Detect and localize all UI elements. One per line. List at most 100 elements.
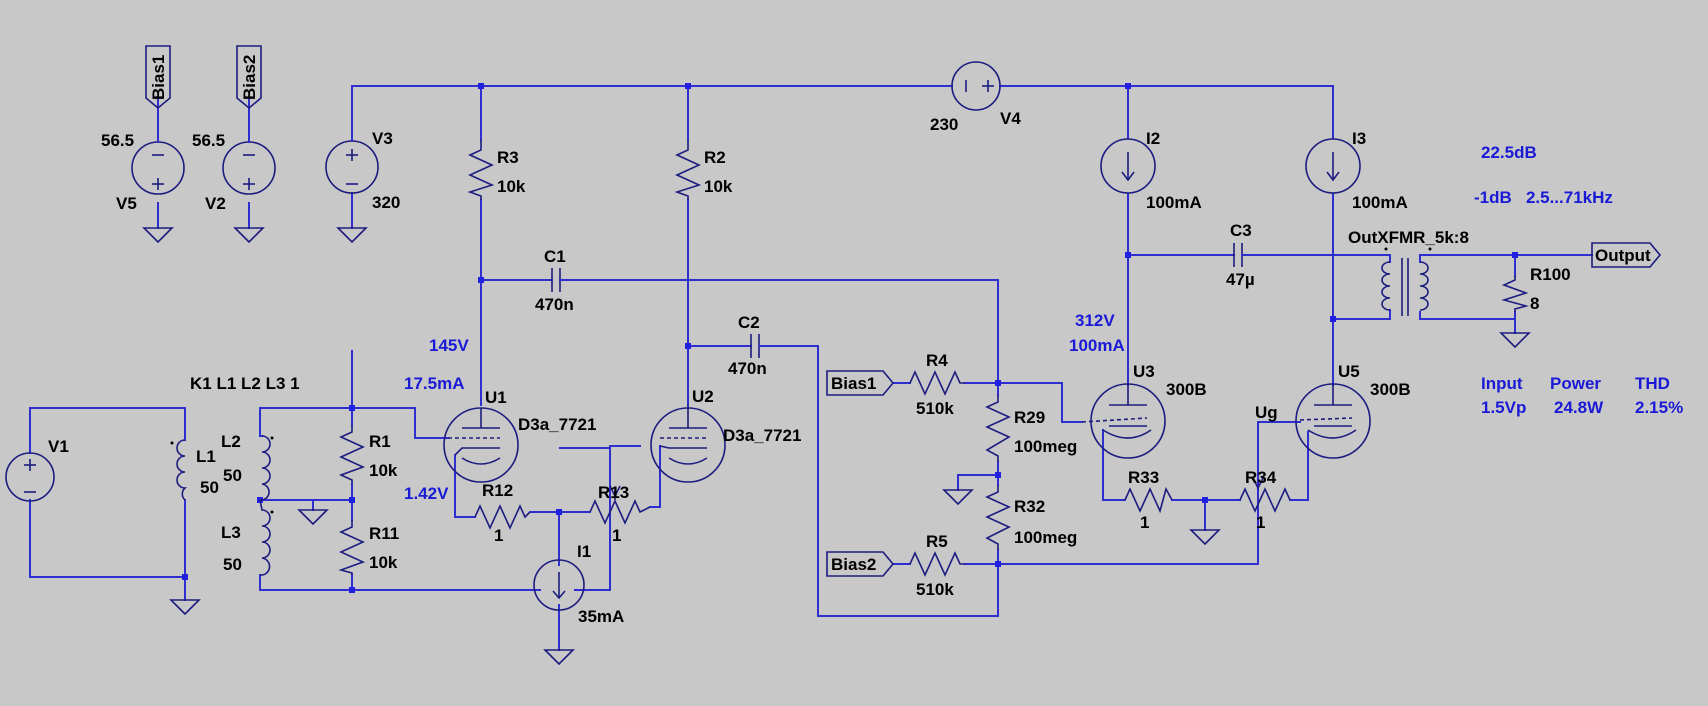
tube-u5[interactable] xyxy=(1295,383,1371,459)
resistor-r4[interactable] xyxy=(909,370,965,396)
capacitor-c1[interactable] xyxy=(536,268,576,292)
r11-value: 10k xyxy=(369,553,398,572)
r32-value: 100meg xyxy=(1014,528,1077,547)
ug-label: Ug xyxy=(1255,403,1278,422)
i3-name: I3 xyxy=(1352,129,1366,148)
ground-icon xyxy=(169,599,201,616)
r29-name: R29 xyxy=(1014,408,1045,427)
ground-icon xyxy=(1189,529,1221,546)
output-transformer[interactable] xyxy=(1381,247,1432,317)
l3-value: 50 xyxy=(223,555,242,574)
v1-name: V1 xyxy=(48,437,69,456)
current-source-i2[interactable] xyxy=(1100,138,1156,194)
r4-value: 510k xyxy=(916,399,954,418)
net-flag-bias2-in-label: Bias2 xyxy=(831,555,876,574)
v2-value: 56.5 xyxy=(192,131,225,150)
u1-plate-voltage: 145V xyxy=(429,336,469,355)
thd-value: 2.15% xyxy=(1635,398,1683,417)
r13-value: 1 xyxy=(612,526,621,545)
r5-value: 510k xyxy=(916,580,954,599)
r100-name: R100 xyxy=(1530,265,1571,284)
resistor-r2[interactable] xyxy=(674,140,702,200)
thd-label: THD xyxy=(1635,374,1670,393)
resistor-r33[interactable] xyxy=(1124,486,1173,514)
power-label: Power xyxy=(1550,374,1601,393)
l1-value: 50 xyxy=(200,478,219,497)
i1-name: I1 xyxy=(577,542,591,561)
resistor-r5[interactable] xyxy=(909,551,965,577)
u1-plate-current: 17.5mA xyxy=(404,374,464,393)
v2-name: V2 xyxy=(205,194,226,213)
gain-readout: 22.5dB xyxy=(1481,143,1537,162)
resistor-r29[interactable] xyxy=(985,395,1011,462)
input-label: Input xyxy=(1481,374,1523,393)
l2-value: 50 xyxy=(223,466,242,485)
voltage-source-v4[interactable] xyxy=(951,61,1001,111)
r33-name: R33 xyxy=(1128,468,1159,487)
ground-icon xyxy=(297,509,329,526)
r32-name: R32 xyxy=(1014,497,1045,516)
r13-name: R13 xyxy=(598,483,629,502)
net-flag-output-label: Output xyxy=(1595,246,1651,265)
resistor-r34[interactable] xyxy=(1239,477,1291,513)
tube-u1[interactable] xyxy=(443,407,519,483)
u3-name: U3 xyxy=(1133,362,1155,381)
u5-model: 300B xyxy=(1370,380,1411,399)
capacitor-c3[interactable] xyxy=(1224,243,1251,267)
inductor-l2[interactable] xyxy=(259,435,274,501)
r12-name: R12 xyxy=(482,481,513,500)
v3-name: V3 xyxy=(372,129,393,148)
r1-name: R1 xyxy=(369,432,391,451)
r4-name: R4 xyxy=(926,351,948,370)
v3-value: 320 xyxy=(372,193,400,212)
tube-u3[interactable] xyxy=(1081,383,1166,459)
tube-u2[interactable] xyxy=(650,405,726,483)
resistor-r1[interactable] xyxy=(338,425,366,485)
capacitor-c2[interactable] xyxy=(736,334,774,358)
l3-name: L3 xyxy=(221,523,241,542)
ground-icon xyxy=(142,227,174,244)
ground-symbols xyxy=(142,227,1531,666)
u1-model: D3a_7721 xyxy=(518,415,596,434)
c2-value: 470n xyxy=(728,359,767,378)
ground-icon xyxy=(543,649,575,666)
resistor-r32[interactable] xyxy=(985,485,1011,550)
bandwidth-readout: -1dB 2.5...71kHz xyxy=(1474,188,1613,207)
ground-icon xyxy=(1499,332,1531,349)
component-labels: 56.5 V5 56.5 V2 V3 320 230 V4 V1 R3 10k … xyxy=(48,109,1571,626)
voltage-source-v3[interactable] xyxy=(325,112,379,194)
v4-value: 230 xyxy=(930,115,958,134)
r34-value: 1 xyxy=(1256,513,1265,532)
i2-value: 100mA xyxy=(1146,193,1202,212)
inductor-l1[interactable] xyxy=(170,439,188,501)
c2-name: C2 xyxy=(738,313,760,332)
net-flag-bias2-top-label: Bias2 xyxy=(240,55,259,100)
current-source-i1[interactable] xyxy=(533,559,585,611)
u3-plate-current: 100mA xyxy=(1069,336,1125,355)
r12-value: 1 xyxy=(494,526,503,545)
resistor-r12[interactable] xyxy=(474,504,531,530)
inductor-l3[interactable] xyxy=(259,499,274,576)
i1-value: 35mA xyxy=(578,607,624,626)
coupling-directive: K1 L1 L2 L3 1 xyxy=(190,374,300,393)
u3-plate-voltage: 312V xyxy=(1075,311,1115,330)
resistor-r100[interactable] xyxy=(1501,276,1530,312)
l2-name: L2 xyxy=(221,432,241,451)
voltage-source-v1[interactable] xyxy=(5,452,55,502)
r11-name: R11 xyxy=(369,524,399,543)
resistor-r13[interactable] xyxy=(589,485,651,525)
net-flag-output: Output xyxy=(1591,242,1662,268)
r1-value: 10k xyxy=(369,461,398,480)
r3-value: 10k xyxy=(497,177,526,196)
resistor-r3[interactable] xyxy=(467,140,495,200)
xfmr-name: OutXFMR_5k:8 xyxy=(1348,228,1469,247)
voltage-source-v5[interactable] xyxy=(131,97,185,195)
resistor-r11[interactable] xyxy=(338,520,366,575)
current-source-i3[interactable] xyxy=(1305,138,1361,194)
r2-name: R2 xyxy=(704,148,726,167)
net-flag-bias1-in: Bias1 xyxy=(826,370,895,396)
voltage-source-v2[interactable] xyxy=(222,97,276,195)
c1-value: 470n xyxy=(535,295,574,314)
r100-value: 8 xyxy=(1530,294,1539,313)
